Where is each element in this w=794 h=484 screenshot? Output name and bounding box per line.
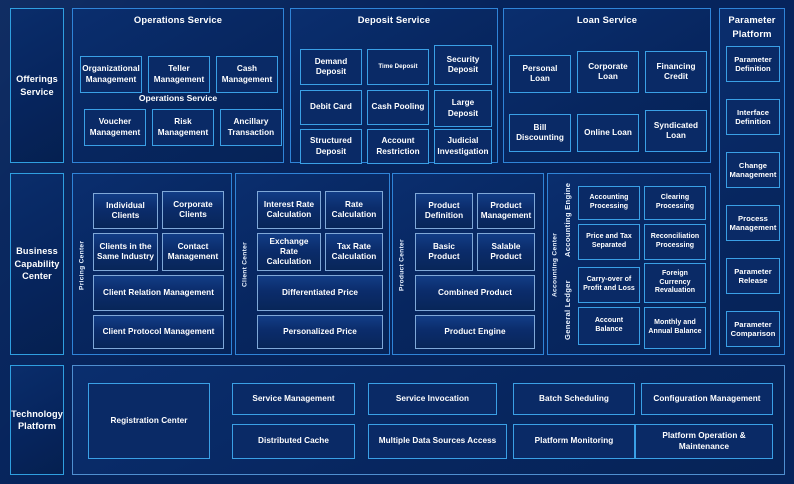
card-product-management[interactable]: Product Management (477, 193, 535, 229)
group-title-operations-service: Operations Service (133, 14, 223, 25)
card-corporate-clients[interactable]: Corporate Clients (162, 191, 224, 229)
card-time-deposit[interactable]: Time Deposit (367, 49, 429, 85)
card-product-engine[interactable]: Product Engine (415, 315, 535, 349)
card-process-management[interactable]: Process Management (726, 205, 780, 241)
card-corporate-loan[interactable]: Corporate Loan (577, 51, 639, 93)
parameter-platform-title: Parameter Platform (720, 13, 784, 40)
card-parameter-comparison[interactable]: Parameter Comparison (726, 311, 780, 347)
card-rate-calculation[interactable]: Rate Calculation (325, 191, 383, 229)
card-personalized-price[interactable]: Personalized Price (257, 315, 383, 349)
card-basic-product[interactable]: Basic Product (415, 233, 473, 271)
card-parameter-release[interactable]: Parameter Release (726, 258, 780, 294)
card-personal-loan[interactable]: Personal Loan (509, 55, 571, 93)
vlabel-accounting-center: Accounting Center (551, 232, 559, 298)
card-monthly-and-annual-balance[interactable]: Monthly and Annual Balance (644, 307, 706, 349)
card-account-balance[interactable]: Account Balance (578, 307, 640, 345)
card-distributed-cache[interactable]: Distributed Cache (232, 424, 355, 459)
vlabel-product-center: Product Center (398, 239, 406, 291)
card-cash-pooling[interactable]: Cash Pooling (367, 90, 429, 125)
card-voucher-management[interactable]: Voucher Management (84, 109, 146, 146)
card-exchange-rate-calculation[interactable]: Exchange Rate Calculation (257, 233, 321, 271)
card-cash-management[interactable]: Cash Management (216, 56, 278, 93)
card-debit-card[interactable]: Debit Card (300, 90, 362, 125)
card-multiple-data-sources-access[interactable]: Multiple Data Sources Access (368, 424, 507, 459)
card-risk-management[interactable]: Risk Management (152, 109, 214, 146)
card-demand-deposit[interactable]: Demand Deposit (300, 49, 362, 85)
card-parameter-definition[interactable]: Parameter Definition (726, 46, 780, 82)
offerings-label-line1: Offerings (16, 74, 58, 85)
group-pricing-center: Pricing Center Individual Clients Corpor… (72, 173, 232, 355)
card-organizational-management[interactable]: Organizational Management (80, 56, 142, 93)
card-reconciliation-processing[interactable]: Reconciliation Processing (644, 224, 706, 260)
group-loan-service: Loan Service Personal Loan Corporate Loa… (503, 8, 711, 163)
bcc-label-line1: Business (16, 246, 58, 257)
parameter-platform-title-line1: Parameter (728, 14, 776, 25)
card-structured-deposit[interactable]: Structured Deposit (300, 129, 362, 164)
card-clients-in-the-same-industry[interactable]: Clients in the Same Industry (93, 233, 158, 271)
card-online-loan[interactable]: Online Loan (577, 114, 639, 152)
card-tax-rate-calculation[interactable]: Tax Rate Calculation (325, 233, 383, 271)
vlabel-accounting-engine: Accounting Engine (563, 182, 572, 258)
card-registration-center[interactable]: Registration Center (88, 383, 210, 459)
group-title-deposit-service: Deposit Service (357, 14, 431, 25)
card-client-protocol-management[interactable]: Client Protocol Management (93, 315, 224, 349)
card-syndicated-loan[interactable]: Syndicated Loan (645, 110, 707, 152)
group-operations-service: Operations Service Operations Service Or… (72, 8, 284, 163)
group-title-loan-service: Loan Service (576, 14, 638, 25)
card-judicial-investigation[interactable]: Judicial Investigation (434, 129, 492, 164)
group-subtitle-operations-service: Operations Service (138, 93, 218, 103)
card-teller-management[interactable]: Teller Management (148, 56, 210, 93)
group-technology-platform: Registration Center Service Management D… (72, 365, 785, 475)
card-contact-management[interactable]: Contact Management (162, 233, 224, 271)
card-foreign-currency-revaluation[interactable]: Foreign Currency Revaluation (644, 263, 706, 303)
group-accounting-center: Accounting Center Accounting Engine Gene… (547, 173, 711, 355)
row-label-offerings-service: Offerings Service (10, 8, 64, 163)
card-product-definition[interactable]: Product Definition (415, 193, 473, 229)
card-ancillary-transaction[interactable]: Ancillary Transaction (220, 109, 282, 146)
card-individual-clients[interactable]: Individual Clients (93, 193, 158, 229)
card-security-deposit[interactable]: Security Deposit (434, 45, 492, 85)
bcc-label-line3: Center (22, 271, 52, 282)
card-client-relation-management[interactable]: Client Relation Management (93, 275, 224, 311)
row-label-technology-platform: Technology Platform (10, 365, 64, 475)
card-differentiated-price[interactable]: Differentiated Price (257, 275, 383, 311)
card-salable-product[interactable]: Salable Product (477, 233, 535, 271)
card-account-restriction[interactable]: Account Restriction (367, 129, 429, 164)
vlabel-general-ledger: General Ledger (563, 280, 572, 340)
group-deposit-service: Deposit Service Demand Deposit Time Depo… (290, 8, 498, 164)
card-configuration-management[interactable]: Configuration Management (641, 383, 773, 415)
card-interest-rate-calculation[interactable]: Interest Rate Calculation (257, 191, 321, 229)
tech-label-line2: Platform (17, 421, 57, 431)
group-parameter-platform: Parameter Platform Parameter Definition … (719, 8, 785, 355)
bcc-label-line2: Capability (14, 258, 60, 269)
card-large-deposit[interactable]: Large Deposit (434, 90, 492, 127)
row-label-business-capability-center: Business Capability Center (10, 173, 64, 355)
card-platform-operation-maintenance[interactable]: Platform Operation & Maintenance (635, 424, 773, 459)
tech-label-line1: Technology (11, 408, 63, 419)
card-bill-discounting[interactable]: Bill Discounting (509, 114, 571, 152)
card-combined-product[interactable]: Combined Product (415, 275, 535, 311)
card-accounting-processing[interactable]: Accounting Processing (578, 186, 640, 220)
card-change-management[interactable]: Change Management (726, 152, 780, 188)
group-product-center: Product Center Product Definition Produc… (392, 173, 544, 355)
card-financing-credit[interactable]: Financing Credit (645, 51, 707, 93)
group-client-center: Client Center Interest Rate Calculation … (235, 173, 390, 355)
card-service-management[interactable]: Service Management (232, 383, 355, 415)
card-batch-scheduling[interactable]: Batch Scheduling (513, 383, 635, 415)
card-service-invocation[interactable]: Service Invocation (368, 383, 497, 415)
card-price-and-tax-separated[interactable]: Price and Tax Separated (578, 224, 640, 260)
card-interface-definition[interactable]: Interface Definition (726, 99, 780, 135)
vlabel-client-center: Client Center (241, 242, 249, 288)
card-carry-over-of-profit-and-loss[interactable]: Carry-over of Profit and Loss (578, 267, 640, 303)
vlabel-pricing-center: Pricing Center (78, 240, 86, 290)
card-clearing-processing[interactable]: Clearing Processing (644, 186, 706, 220)
parameter-platform-title-line2: Platform (732, 27, 772, 39)
card-platform-monitoring[interactable]: Platform Monitoring (513, 424, 635, 459)
offerings-label-line2: Service (20, 86, 54, 97)
